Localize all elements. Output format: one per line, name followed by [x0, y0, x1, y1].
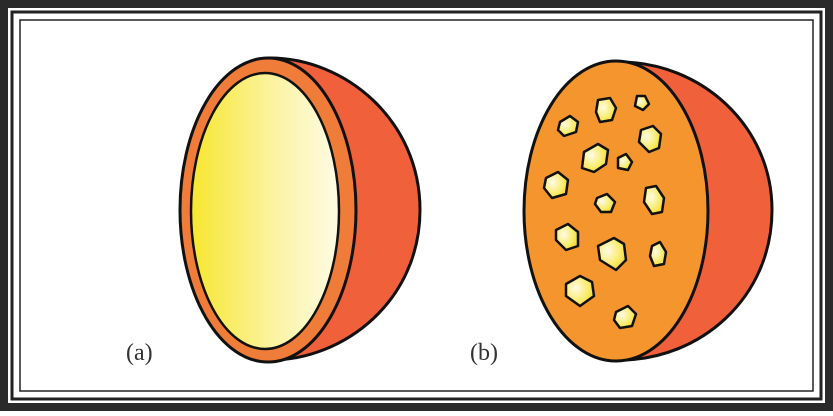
hollow-sphere-core: [191, 73, 339, 349]
pore: [544, 172, 568, 198]
pore: [650, 242, 666, 266]
pore: [596, 98, 616, 122]
panel-a-label: (a): [126, 340, 153, 367]
panel-b-label: (b): [470, 340, 498, 367]
